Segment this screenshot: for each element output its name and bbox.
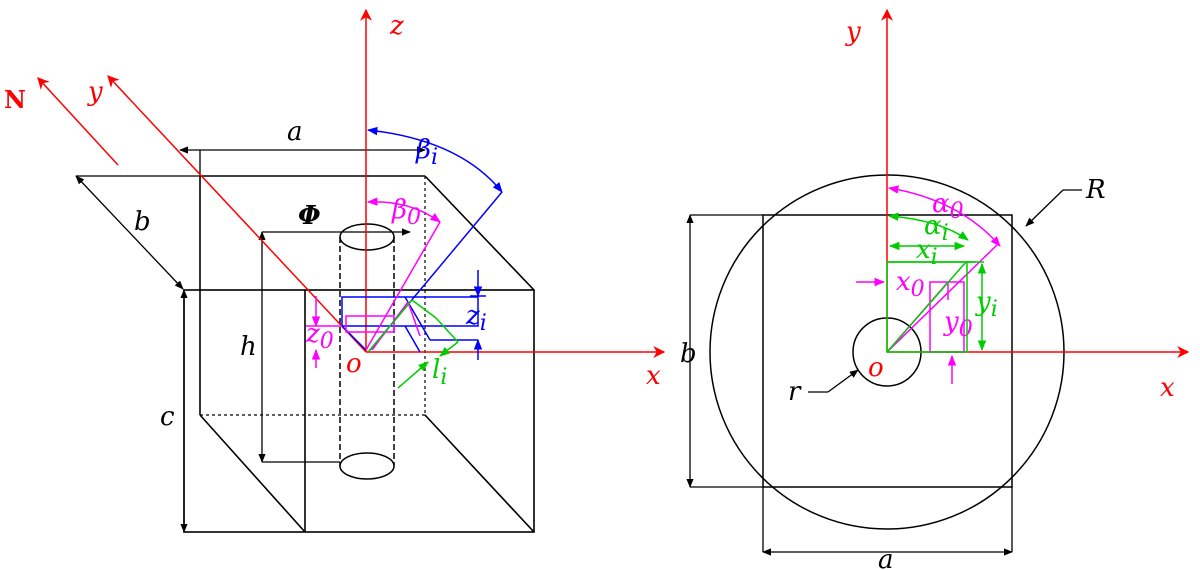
- label-o-right: o: [868, 353, 884, 383]
- label-b-right: b: [680, 339, 697, 369]
- label-o-left: o: [346, 349, 362, 379]
- dim-a: [179, 146, 426, 176]
- left-y-axis: [107, 75, 367, 353]
- left-axes: [37, 8, 666, 358]
- label-N: N: [4, 85, 26, 114]
- dim-b: [75, 175, 200, 290]
- label-z0: z0: [305, 319, 334, 354]
- dim-h: [258, 231, 340, 463]
- label-beta-0: β0: [391, 195, 421, 230]
- label-x-left: x: [646, 361, 661, 391]
- alpha-0-arc: [887, 185, 1001, 247]
- label-alpha-i: αi: [924, 211, 949, 246]
- label-x0: x0: [896, 267, 925, 302]
- N-direction-line: [37, 77, 119, 166]
- label-y-right: y: [845, 17, 861, 47]
- label-a-right: a: [878, 545, 894, 570]
- label-y-left: y: [87, 77, 103, 107]
- label-beta-i: βi: [415, 135, 438, 170]
- R-leader: [1025, 189, 1082, 227]
- label-yi: yi: [975, 287, 998, 322]
- label-xi: xi: [916, 235, 938, 270]
- block-left-diag: [199, 414, 306, 533]
- beta-i-arc: [366, 126, 503, 193]
- dim-b-right: [686, 214, 763, 488]
- label-R: R: [1085, 175, 1106, 205]
- right-top-view: b a R r y x o: [680, 8, 1190, 570]
- label-a-left: a: [287, 117, 303, 147]
- hidden-edges: [200, 176, 535, 533]
- cylinder-bottom-ellipse: [339, 452, 395, 480]
- beta-0-arc: [366, 197, 441, 223]
- block-top-right-edge: [424, 175, 535, 291]
- label-z-left: z: [389, 11, 404, 41]
- cylinder-hole: [339, 223, 395, 480]
- label-y0: y0: [943, 307, 973, 342]
- alpha-i-arc: [887, 212, 969, 241]
- label-li: li: [432, 355, 447, 390]
- dim-a-right: [762, 487, 1013, 556]
- label-x-right: x: [1160, 373, 1175, 403]
- label-r: r: [788, 377, 802, 407]
- green-construction: [886, 241, 987, 353]
- label-zi: zi: [465, 301, 487, 336]
- green-ray-lines: [367, 299, 459, 389]
- label-h-left: h: [240, 332, 257, 362]
- cylinder-top-ellipse: [339, 223, 395, 251]
- hidden-bottom-diag: [424, 414, 535, 533]
- label-b-left: b: [134, 207, 151, 237]
- label-phi: Φ: [298, 201, 321, 231]
- label-c-left: c: [160, 402, 175, 432]
- r-leader: [808, 369, 859, 393]
- left-isometric-view: a b c h Φ N y z: [4, 8, 666, 533]
